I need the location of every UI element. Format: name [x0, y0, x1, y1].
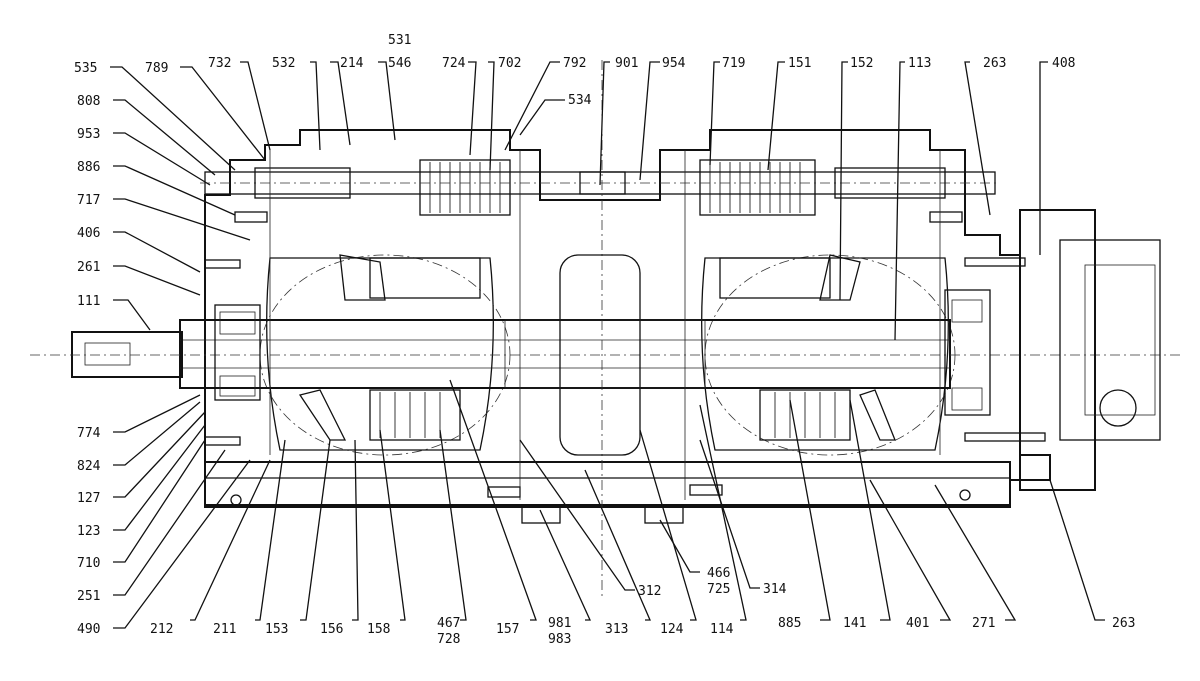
callout-546: 546	[388, 56, 411, 71]
callout-725: 725	[707, 582, 730, 597]
callout-124: 124	[660, 622, 684, 637]
callout-532: 532	[272, 56, 295, 71]
callout-535: 535	[74, 61, 97, 76]
callout-111: 111	[77, 294, 100, 309]
callout-885: 885	[778, 616, 801, 631]
callout-467: 467	[437, 616, 460, 631]
callout-717: 717	[77, 193, 100, 208]
callout-211: 211	[213, 622, 236, 637]
callout-114: 114	[710, 622, 734, 637]
callout-886: 886	[77, 160, 100, 175]
callout-774: 774	[77, 426, 101, 441]
callout-789: 789	[145, 61, 168, 76]
callout-808: 808	[77, 94, 100, 109]
callout-152: 152	[850, 56, 873, 71]
callout-113: 113	[908, 56, 931, 71]
callout-466: 466	[707, 566, 730, 581]
callout-792: 792	[563, 56, 586, 71]
callout-702: 702	[498, 56, 521, 71]
callout-406: 406	[77, 226, 100, 241]
leader-lines	[110, 61, 1105, 629]
callout-490: 490	[77, 622, 100, 637]
callout-271: 271	[972, 616, 995, 631]
callout-151: 151	[788, 56, 811, 71]
callout-141: 141	[843, 616, 866, 631]
callout-981: 981	[548, 616, 571, 631]
callout-824: 824	[77, 459, 101, 474]
callout-labels: 535 789 732 532 214 531 546 724 702 792 …	[74, 33, 1135, 647]
callout-156: 156	[320, 622, 343, 637]
callout-263-bottom: 263	[1112, 616, 1135, 631]
callout-408: 408	[1052, 56, 1075, 71]
callout-732: 732	[208, 56, 231, 71]
callout-953: 953	[77, 127, 100, 142]
callout-314: 314	[763, 582, 787, 597]
callout-724: 724	[442, 56, 466, 71]
callout-531: 531	[388, 33, 411, 48]
pump-assembly-body	[30, 60, 1180, 600]
callout-263-top: 263	[983, 56, 1006, 71]
callout-313: 313	[605, 622, 628, 637]
callout-983: 983	[548, 632, 571, 647]
callout-251: 251	[77, 589, 100, 604]
callout-127: 127	[77, 491, 100, 506]
callout-901: 901	[615, 56, 638, 71]
callout-534: 534	[568, 93, 592, 108]
callout-728: 728	[437, 632, 460, 647]
callout-212: 212	[150, 622, 173, 637]
callout-261: 261	[77, 260, 100, 275]
callout-123: 123	[77, 524, 100, 539]
callout-214: 214	[340, 56, 364, 71]
callout-954: 954	[662, 56, 686, 71]
callout-157: 157	[496, 622, 519, 637]
callout-710: 710	[77, 556, 100, 571]
callout-158: 158	[367, 622, 390, 637]
callout-401: 401	[906, 616, 929, 631]
callout-719: 719	[722, 56, 745, 71]
callout-312: 312	[638, 584, 661, 599]
callout-153: 153	[265, 622, 288, 637]
